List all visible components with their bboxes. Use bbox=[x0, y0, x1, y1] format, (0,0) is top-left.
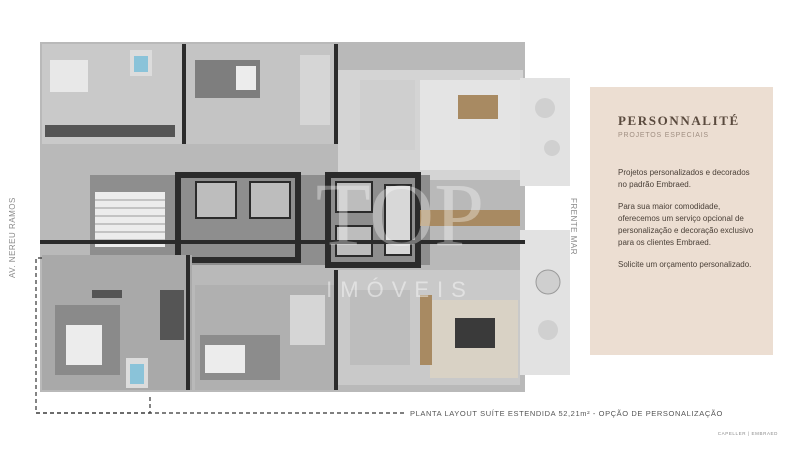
plan-caption: PLANTA LAYOUT SUÍTE ESTENDIDA 52,21m² - … bbox=[410, 409, 723, 418]
stair-steps bbox=[95, 199, 165, 241]
dining-table bbox=[455, 318, 495, 348]
kitchen bbox=[360, 80, 415, 150]
elevator-1 bbox=[195, 181, 237, 219]
bed-icon bbox=[66, 325, 102, 365]
bathroom bbox=[300, 55, 330, 125]
bathroom bbox=[290, 295, 325, 345]
street-label-right: FRENTE MAR bbox=[569, 198, 578, 255]
watermark-logo: TOP bbox=[316, 166, 484, 265]
wardrobe bbox=[45, 125, 175, 137]
info-card: PERSONNALITÉ PROJETOS ESPECIAIS Projetos… bbox=[590, 87, 773, 355]
watermark-subtitle: IMÓVEIS bbox=[326, 277, 474, 302]
elevator-block-2 bbox=[325, 172, 421, 268]
bed-icon bbox=[236, 66, 256, 90]
dining-table bbox=[458, 95, 498, 119]
balcony-top bbox=[520, 78, 570, 186]
elevator-block bbox=[175, 172, 301, 263]
floor-plan-drawing: TOP IMÓVEIS bbox=[35, 42, 570, 414]
kitchen bbox=[350, 290, 410, 365]
card-paragraph: Para sua maior comodidade, oferecemos um… bbox=[618, 202, 754, 247]
elevator-2 bbox=[249, 181, 291, 219]
wood-corridor bbox=[420, 210, 520, 226]
floor-plan: TOP IMÓVEIS AV. NEREU RAMOS FRENTE MAR P… bbox=[8, 42, 722, 418]
bed-icon bbox=[205, 345, 245, 373]
bed-icon bbox=[50, 60, 88, 92]
balcony-bottom bbox=[520, 230, 570, 375]
card-title: PERSONNALITÉ bbox=[618, 113, 740, 128]
card-subtitle: PROJETOS ESPECIAIS bbox=[618, 132, 709, 139]
card-paragraph: Solicite um orçamento personalizado. bbox=[618, 260, 752, 269]
street-label-left: AV. NEREU RAMOS bbox=[8, 197, 17, 278]
stairs bbox=[95, 192, 165, 247]
wardrobe bbox=[160, 290, 184, 340]
card-body: Projetos personalizados e decorados no p… bbox=[618, 167, 755, 271]
footer-brand: CAPELLER | EMBRAED bbox=[717, 431, 778, 436]
card-paragraph: Projetos personalizados e decorados no p… bbox=[618, 168, 750, 189]
